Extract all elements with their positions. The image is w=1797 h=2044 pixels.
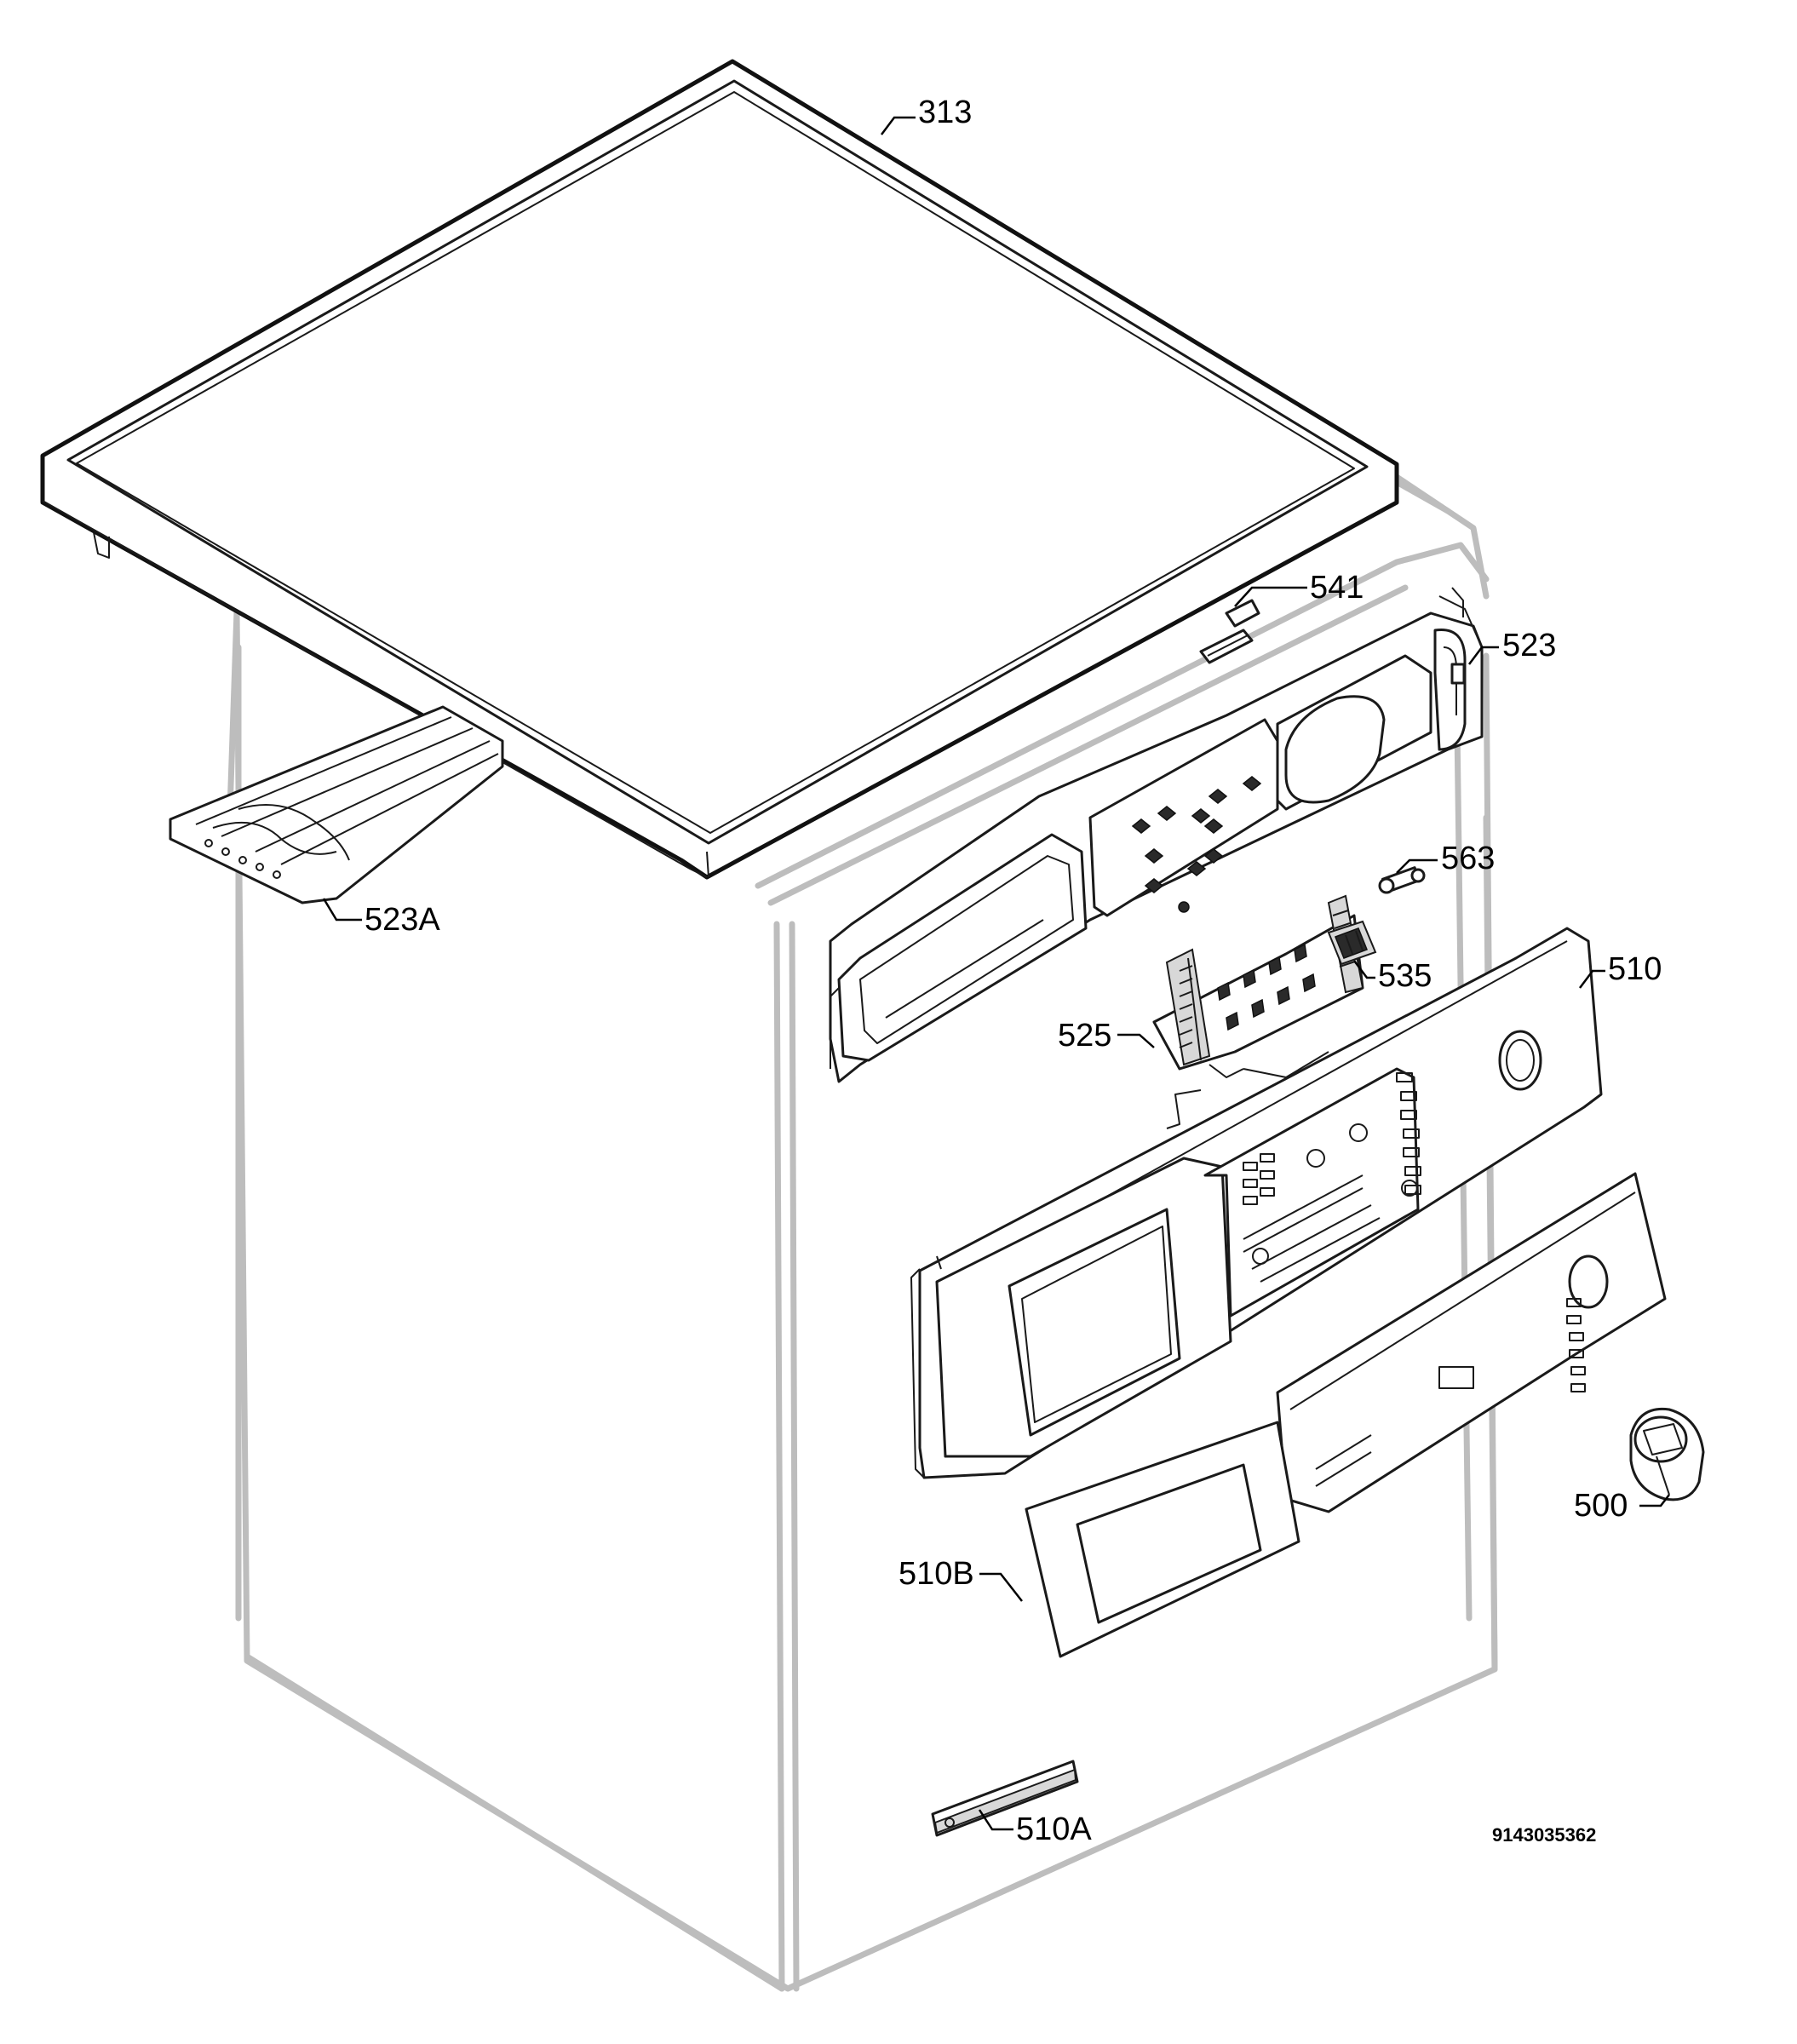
clip-541: [1199, 599, 1260, 664]
rail-523a: [169, 705, 504, 904]
callout-525: 525: [1058, 1018, 1111, 1054]
callout-510: 510: [1608, 951, 1662, 987]
overlay-led-column: [1566, 1298, 1586, 1392]
panel-led-column: [1396, 1072, 1421, 1195]
drawing-number: 9143035362: [1492, 1824, 1596, 1846]
control-panel-510: [910, 927, 1603, 1479]
leader-lines: [322, 116, 1670, 1831]
callout-541: 541: [1310, 570, 1364, 606]
callout-535: 535: [1378, 958, 1432, 994]
callout-510a: 510A: [1016, 1811, 1092, 1847]
callout-563: 563: [1441, 841, 1495, 876]
top-cover-313: [40, 59, 1399, 880]
panel-frame-holes: [1131, 776, 1262, 913]
callout-523: 523: [1502, 628, 1556, 663]
overlay-510b: [1025, 1421, 1300, 1658]
panel-frame-523: [829, 587, 1484, 1083]
panel-led-block: [1243, 1153, 1275, 1205]
switch-563: [1378, 866, 1426, 894]
badge-510a: [931, 1760, 1079, 1837]
electronic-board-525: [1152, 894, 1364, 1078]
display-535: [1327, 920, 1377, 966]
callout-523a: 523A: [365, 902, 440, 938]
panel-overlay: [1276, 1172, 1667, 1513]
callout-510b: 510B: [898, 1556, 974, 1592]
callout-313: 313: [918, 95, 972, 130]
knob-500: [1629, 1407, 1705, 1501]
callout-labels: 313 541 523 523A 563 535 510 525 500 510…: [365, 95, 1662, 1847]
callout-500: 500: [1574, 1488, 1628, 1524]
